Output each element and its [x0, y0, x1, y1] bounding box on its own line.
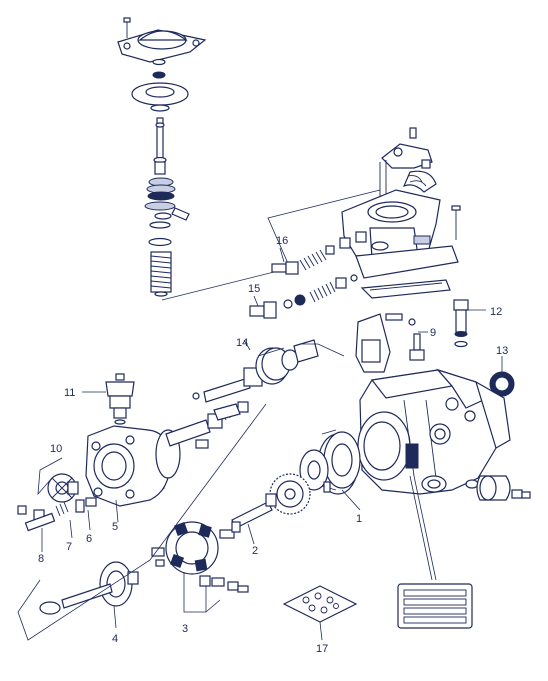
group-link-line: [161, 189, 381, 301]
part-1-cam-plate: [299, 429, 361, 511]
part-12-fitting: [453, 299, 486, 348]
part-17-small-parts-kit: [282, 585, 358, 641]
callout-10: 10: [50, 443, 62, 455]
callout-16: 16: [276, 235, 288, 247]
part-4-flange-shaft: [39, 559, 165, 629]
top-diaphragm-assembly: [117, 17, 207, 297]
part-16-adjusting-screw: [271, 231, 367, 275]
callout-11: 11: [64, 387, 75, 399]
callout-12: 12: [490, 306, 502, 318]
pump-housing: [355, 313, 511, 495]
part-9-valve: [385, 313, 425, 361]
part-11-valve: [82, 373, 135, 425]
callout-1: 1: [356, 513, 362, 525]
callout-7: 7: [66, 541, 72, 553]
callout-15: 15: [248, 283, 260, 295]
part-5-distributor-head: [85, 425, 181, 523]
callout-17: 17: [316, 643, 328, 655]
part-14-solenoid: [192, 339, 345, 403]
callout-4: 4: [112, 633, 118, 645]
callout-5: 5: [112, 521, 118, 533]
part-2-drive-shaft: [231, 473, 311, 545]
callout-3: 3: [182, 623, 188, 635]
callout-6: 6: [86, 533, 92, 545]
group-frame-line: [17, 403, 267, 641]
callout-leaders: [253, 247, 428, 333]
end-plug: [465, 475, 531, 501]
callout-2: 2: [252, 545, 258, 557]
part-3-roller-ring: [151, 521, 249, 613]
part-13-seal: [489, 356, 515, 397]
part-15-adjusting-screw: [249, 274, 358, 319]
plunger-assembly: [165, 401, 249, 449]
governor-cover-assembly: [341, 127, 461, 299]
callout-14: 14: [236, 337, 248, 349]
callout-8: 8: [38, 553, 44, 565]
callout-9: 9: [430, 327, 436, 339]
callout-13: 13: [496, 345, 508, 357]
part-10-delivery-valve: [37, 457, 79, 503]
nameplate-label: [397, 475, 473, 629]
part-6-7-8-springs: [17, 497, 97, 552]
